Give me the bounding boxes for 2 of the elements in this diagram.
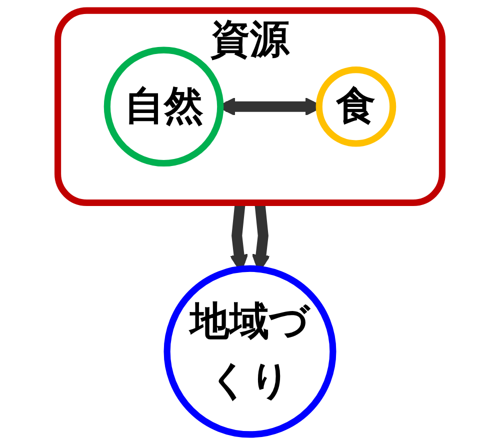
node-circle: 地域づくり [164, 265, 336, 438]
node-circle: 食 [316, 66, 396, 147]
